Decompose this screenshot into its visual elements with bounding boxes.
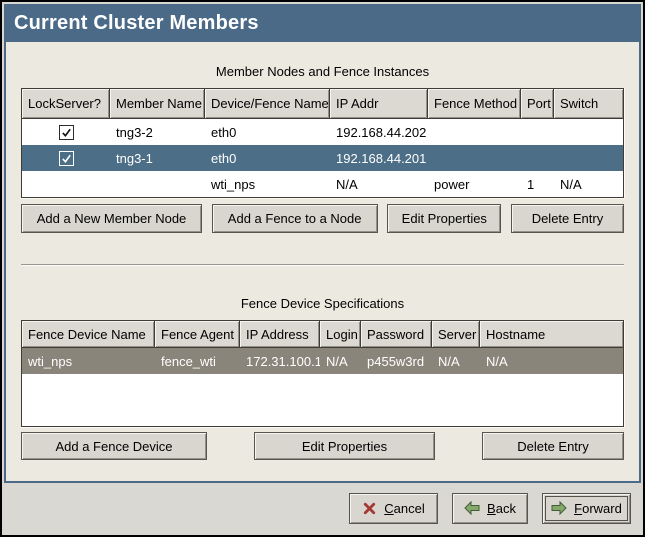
cell-port bbox=[521, 119, 554, 145]
column-header-password[interactable]: Password bbox=[361, 321, 432, 347]
member-nodes-table: LockServer? Member Name Device/Fence Nam… bbox=[21, 88, 624, 198]
arrow-right-icon bbox=[551, 500, 567, 516]
edit-member-properties-button[interactable]: Edit Properties bbox=[387, 204, 502, 233]
fence-button-row: Add a Fence Device Edit Properties Delet… bbox=[21, 432, 624, 460]
column-header-ip-address[interactable]: IP Address bbox=[240, 321, 320, 347]
page-title: Current Cluster Members bbox=[4, 4, 641, 42]
cell-fence-agent: fence_wti bbox=[161, 353, 216, 369]
cell-ip-addr: N/A bbox=[336, 176, 358, 192]
cancel-button[interactable]: Cancel bbox=[349, 492, 438, 524]
cancel-label: Cancel bbox=[384, 500, 425, 516]
cell-fence-method bbox=[428, 119, 521, 145]
section-separator bbox=[21, 264, 624, 266]
cell-password: p455w3rd bbox=[367, 353, 425, 369]
cell-fence-method: power bbox=[434, 176, 470, 192]
fence-instance-row[interactable]: wti_nps N/A power 1 N/A bbox=[22, 171, 623, 197]
cell-ip-address: 172.31.100.1 bbox=[246, 353, 320, 369]
column-header-ip-addr[interactable]: IP Addr bbox=[330, 89, 428, 118]
cell-switch: N/A bbox=[560, 176, 582, 192]
column-header-device-fence-name[interactable]: Device/Fence Name bbox=[205, 89, 330, 118]
footer-bar: Cancel Back Forward bbox=[4, 483, 641, 533]
cell-ip-addr: 192.168.44.201 bbox=[336, 150, 427, 166]
lockserver-checkbox[interactable] bbox=[58, 124, 74, 140]
cell-member-name: tng3-1 bbox=[116, 150, 153, 166]
column-header-fence-agent[interactable]: Fence Agent bbox=[155, 321, 240, 347]
column-header-switch[interactable]: Switch bbox=[554, 89, 623, 118]
cell-fence-device-name: wti_nps bbox=[28, 353, 73, 369]
member-table-body: tng3-2 eth0 192.168.44.202 bbox=[22, 119, 623, 197]
cell-switch bbox=[554, 119, 623, 145]
check-icon bbox=[61, 154, 71, 163]
column-header-member-name[interactable]: Member Name bbox=[110, 89, 205, 118]
lockserver-cell bbox=[22, 119, 110, 145]
member-row-tng3-2[interactable]: tng3-2 eth0 192.168.44.202 bbox=[22, 119, 623, 145]
cell-port bbox=[521, 145, 554, 171]
cell-port: 1 bbox=[527, 176, 535, 192]
lockserver-checkbox[interactable] bbox=[58, 150, 74, 166]
column-header-fence-device-name[interactable]: Fence Device Name bbox=[22, 321, 155, 347]
forward-button[interactable]: Forward bbox=[542, 492, 631, 524]
back-label: Back bbox=[487, 500, 516, 516]
add-fence-to-node-button[interactable]: Add a Fence to a Node bbox=[211, 204, 378, 233]
lockserver-cell bbox=[22, 171, 110, 197]
column-header-hostname[interactable]: Hostname bbox=[480, 321, 623, 347]
cell-switch bbox=[554, 145, 623, 171]
cell-hostname: N/A bbox=[486, 353, 508, 369]
add-member-node-button[interactable]: Add a New Member Node bbox=[21, 204, 202, 233]
edit-fence-properties-button[interactable]: Edit Properties bbox=[254, 432, 435, 460]
cell-server: N/A bbox=[438, 353, 460, 369]
delete-fence-entry-button[interactable]: Delete Entry bbox=[482, 432, 624, 460]
member-row-tng3-1[interactable]: tng3-1 eth0 192.168.44.201 bbox=[22, 145, 623, 171]
column-header-fence-method[interactable]: Fence Method bbox=[428, 89, 521, 118]
member-button-row: Add a New Member Node Add a Fence to a N… bbox=[21, 204, 624, 233]
delete-member-entry-button[interactable]: Delete Entry bbox=[510, 204, 624, 233]
page-title-text: Current Cluster Members bbox=[14, 12, 259, 34]
lockserver-cell bbox=[22, 145, 110, 171]
back-button[interactable]: Back bbox=[452, 492, 528, 524]
cell-member-name bbox=[110, 171, 205, 197]
fence-table-header: Fence Device Name Fence Agent IP Address… bbox=[22, 321, 623, 348]
content-panel: Current Cluster Members Member Nodes and… bbox=[4, 4, 641, 483]
forward-label: Forward bbox=[574, 500, 622, 516]
member-table-header: LockServer? Member Name Device/Fence Nam… bbox=[22, 89, 623, 119]
cell-device-fence-name: wti_nps bbox=[211, 176, 256, 192]
check-icon bbox=[61, 128, 71, 137]
column-header-port[interactable]: Port bbox=[521, 89, 554, 118]
main-content: Member Nodes and Fence Instances LockSer… bbox=[6, 42, 639, 481]
cell-device-fence-name: eth0 bbox=[211, 124, 237, 140]
cell-device-fence-name: eth0 bbox=[211, 150, 237, 166]
add-fence-device-button[interactable]: Add a Fence Device bbox=[21, 432, 207, 460]
fence-table-body: wti_nps fence_wti 172.31.100.1 N/A p455w… bbox=[22, 348, 623, 426]
fence-device-row-wti-nps[interactable]: wti_nps fence_wti 172.31.100.1 N/A p455w… bbox=[22, 348, 623, 374]
fence-devices-table: Fence Device Name Fence Agent IP Address… bbox=[21, 320, 624, 427]
arrow-left-icon bbox=[464, 500, 480, 516]
fence-caption: Fence Device Specifications bbox=[240, 296, 405, 311]
column-header-lockserver[interactable]: LockServer? bbox=[22, 89, 110, 118]
column-header-server[interactable]: Server bbox=[432, 321, 480, 347]
cell-ip-addr: 192.168.44.202 bbox=[336, 124, 427, 140]
cell-login: N/A bbox=[326, 353, 348, 369]
column-header-login[interactable]: Login bbox=[320, 321, 361, 347]
cancel-x-icon bbox=[362, 501, 377, 516]
members-caption: Member Nodes and Fence Instances bbox=[215, 64, 430, 79]
cell-fence-method bbox=[428, 145, 521, 171]
cell-member-name: tng3-2 bbox=[116, 124, 153, 140]
